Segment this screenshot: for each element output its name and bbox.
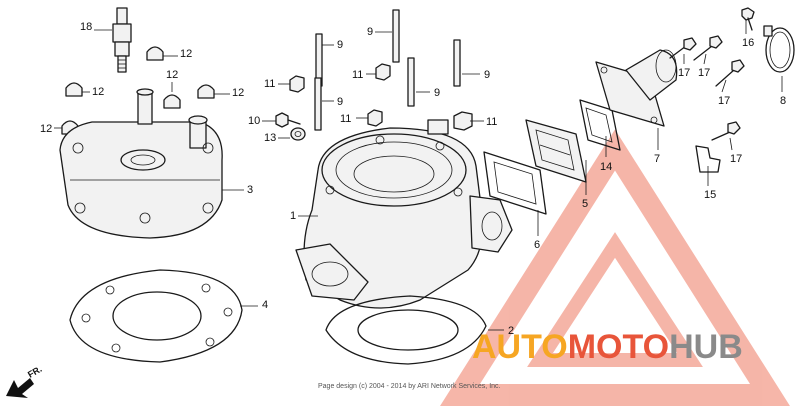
callout-number-17: 17 (678, 67, 690, 79)
callout-leader-17 (729, 137, 733, 151)
callout-number-9: 9 (434, 87, 440, 99)
callout-number-11: 11 (486, 116, 497, 128)
callout-number-9: 9 (337, 39, 343, 51)
callout-number-5: 5 (582, 198, 588, 210)
callout-number-11: 11 (352, 69, 363, 81)
callout-number-9: 9 (484, 69, 490, 81)
copyright-text: Page design (c) 2004 - 2014 by ARI Netwo… (318, 383, 501, 390)
callout-number-12: 12 (166, 69, 178, 81)
front-direction-indicator: FR. (6, 364, 44, 398)
intake-joint (595, 49, 678, 127)
callout-number-9: 9 (337, 96, 343, 108)
hose-clamp (695, 145, 721, 173)
callout-number-12: 12 (92, 86, 104, 98)
callout-number-17: 17 (698, 67, 710, 79)
intake-bolts (669, 35, 745, 141)
callout-number-3: 3 (247, 184, 253, 196)
cylinder (295, 119, 513, 309)
studs (314, 9, 461, 131)
callout-number-13: 13 (264, 132, 276, 144)
callout-number-12: 12 (40, 123, 52, 135)
cap-nuts (61, 46, 215, 135)
spark-plug (112, 7, 132, 73)
callout-number-8: 8 (780, 95, 786, 107)
reed-valve-gasket (483, 151, 547, 215)
callout-number-11: 11 (340, 113, 351, 125)
callout-number-17: 17 (718, 95, 730, 107)
forward-arrow-icon (6, 378, 34, 398)
callout-number-12: 12 (232, 87, 244, 99)
logo-part-moto: MOTO (568, 328, 669, 366)
callout-number-10: 10 (248, 115, 260, 127)
callout-number-6: 6 (534, 239, 540, 251)
callout-number-11: 11 (264, 78, 275, 90)
logo-part-hub: HUB (669, 328, 743, 366)
nuts (289, 63, 473, 131)
callout-leader-17 (721, 79, 727, 93)
watermark-logo-mark (440, 129, 790, 406)
callout-number-14: 14 (600, 161, 612, 173)
callout-number-17: 17 (730, 153, 742, 165)
clamp-screw (741, 7, 755, 31)
callout-number-1: 1 (290, 210, 296, 222)
insulator-gasket (579, 99, 621, 151)
cylinder-head (59, 88, 223, 239)
head-gasket (69, 269, 243, 363)
bolt-and-washer (275, 112, 306, 141)
callout-number-9: 9 (367, 26, 373, 38)
callout-number-7: 7 (654, 153, 660, 165)
callout-number-12: 12 (180, 48, 192, 60)
callout-number-2: 2 (508, 325, 514, 337)
callout-number-16: 16 (742, 37, 754, 49)
reed-valve (525, 119, 587, 183)
callout-number-18: 18 (80, 21, 92, 33)
logo-part-auto: AUTO (472, 328, 568, 366)
clamp-band (763, 25, 795, 73)
base-gasket (325, 295, 487, 365)
callout-number-4: 4 (262, 299, 268, 311)
callout-number-15: 15 (704, 189, 716, 201)
watermark-wordmark: AUTOMOTOHUB (472, 328, 743, 366)
direction-label: FR. (26, 364, 44, 380)
callout-leader-17 (703, 53, 707, 65)
